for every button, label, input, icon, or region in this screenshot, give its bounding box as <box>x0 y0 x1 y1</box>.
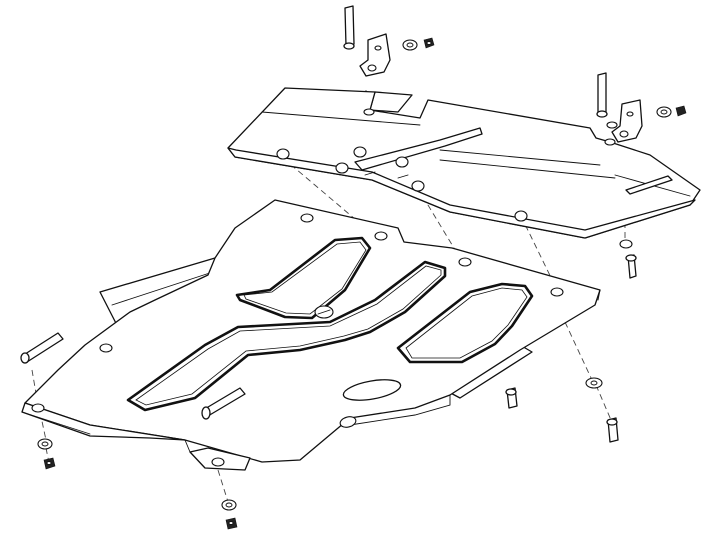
washer <box>619 239 633 249</box>
rear-nut-hole <box>514 210 528 222</box>
right-bolt-hardware <box>505 377 619 443</box>
rear-nut-hole <box>335 162 349 174</box>
front-left-pin-hardware <box>20 332 64 470</box>
drain-hole <box>339 416 357 428</box>
rear-nut-hole <box>363 108 375 116</box>
mount-hole <box>99 343 113 353</box>
rear-nut-hole <box>353 146 367 158</box>
mount-hole <box>374 231 388 241</box>
oblong-slot <box>342 379 402 401</box>
rear-nut-hole <box>276 148 290 160</box>
mount-hole <box>550 287 564 297</box>
right-vent-cutout <box>396 282 534 364</box>
mount-hole <box>300 213 314 223</box>
bolt-pin <box>344 5 355 47</box>
main-skid-plate <box>21 199 601 471</box>
rear-nut-hole <box>411 180 425 192</box>
top-vent-cutout <box>235 236 372 320</box>
mount-hole <box>458 257 472 267</box>
left-bracket-hardware <box>343 5 435 77</box>
rear-slot <box>625 175 673 195</box>
l-bracket <box>359 33 391 77</box>
right-bracket-hardware <box>596 72 687 143</box>
mount-hole <box>31 403 45 413</box>
l-bracket <box>611 99 643 143</box>
rear-nut-hole <box>604 138 616 146</box>
upper-tab <box>369 91 413 113</box>
nut-icon <box>675 105 687 117</box>
rear-nut-hole <box>606 121 618 129</box>
rear-skid-plate <box>227 87 701 239</box>
bolt-pin <box>597 72 607 115</box>
stiffener-strip <box>354 127 483 171</box>
front-center-pin-hardware <box>201 387 246 530</box>
mount-hole <box>211 457 225 467</box>
rear-bolt-hardware <box>619 239 637 279</box>
center-vent-cutout <box>126 260 447 412</box>
rear-nut-hole <box>395 156 409 168</box>
